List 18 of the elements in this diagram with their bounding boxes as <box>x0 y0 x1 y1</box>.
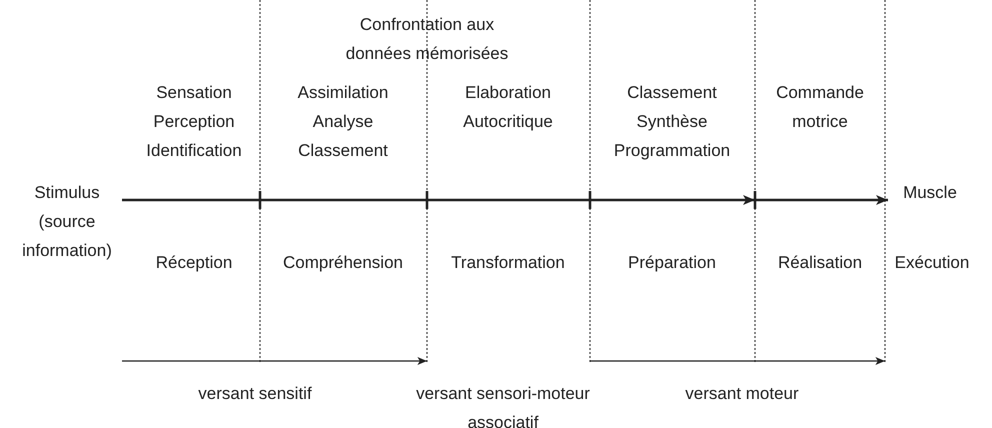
text-label: Classement Synthèse Programmation <box>612 82 732 162</box>
text-label: versant sensori-moteur associatif <box>415 383 591 428</box>
text-label: Confrontation aux données mémorisées <box>344 14 510 65</box>
text-label: Transformation <box>450 252 566 274</box>
node-label: Muscle <box>888 178 972 207</box>
text-label: versant moteur <box>684 383 800 405</box>
text-label: Compréhension <box>282 252 404 274</box>
node-label: Stimulus (source information) <box>12 178 122 265</box>
text-label: Réception <box>154 252 234 274</box>
text-label: Commande motrice <box>775 82 865 133</box>
text-label: Elaboration Autocritique <box>462 82 554 133</box>
text-label: Préparation <box>627 252 717 274</box>
text-label: Assimilation Analyse Classement <box>296 82 390 162</box>
text-label: Réalisation <box>776 252 864 274</box>
arrow <box>122 195 888 205</box>
text-label: Sensation Perception Identification <box>145 82 243 162</box>
text-label: versant sensitif <box>197 383 313 405</box>
text-label: Exécution <box>894 252 970 274</box>
